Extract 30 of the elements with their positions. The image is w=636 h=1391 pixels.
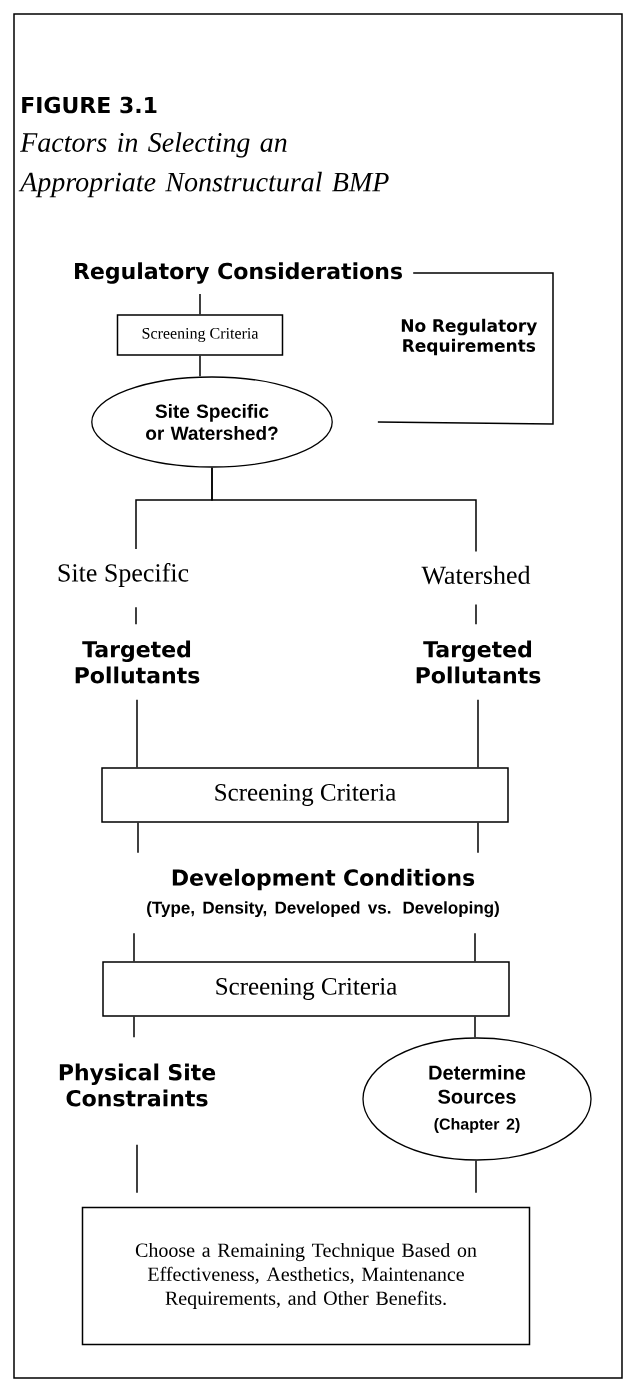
heading-text: Targeted Pollutants [75,640,200,684]
process-box: Screening Criteria [101,767,509,823]
connector-line [477,822,479,854]
heading-text: Development Conditions (Type, Density, Developed vs. Developing) [147,868,499,918]
connector-line [211,466,477,553]
process-box: Choose a Remaining Technique Based on Effectiveness, Aesthetics, Maintenance Requirements, and Other Benefits. [81,1206,531,1346]
connector-line [474,932,476,962]
figure-title: FIGURE 3.1 [22,96,157,114]
connector-line [133,1016,135,1039]
heading-text: Physical Site Constraints [59,1063,216,1107]
connector-line [136,698,138,768]
connector-line [475,603,477,626]
branch-label: Site Specific [58,563,189,587]
connector-line [199,355,201,378]
figure-caption: Factors in Selecting an Appropriate Nonstructural BMP [18,132,389,198]
branch-label: Watershed [421,565,531,585]
connector-line [136,1143,138,1194]
connector-line [475,1159,477,1194]
heading-text: Regulatory Considerations [75,262,402,284]
connector-line [137,822,139,854]
process-box: Screening Criteria [102,961,510,1017]
process-box: Screening Criteria [116,314,284,356]
connector-line [477,698,479,768]
edge-label: No Regulatory Requirements [392,317,545,357]
connector-line [377,272,554,425]
connector-line [199,293,201,315]
connector-line [135,606,137,626]
connector-line [474,1016,476,1039]
connector-line [133,932,135,962]
heading-text: Targeted Pollutants [416,640,541,684]
